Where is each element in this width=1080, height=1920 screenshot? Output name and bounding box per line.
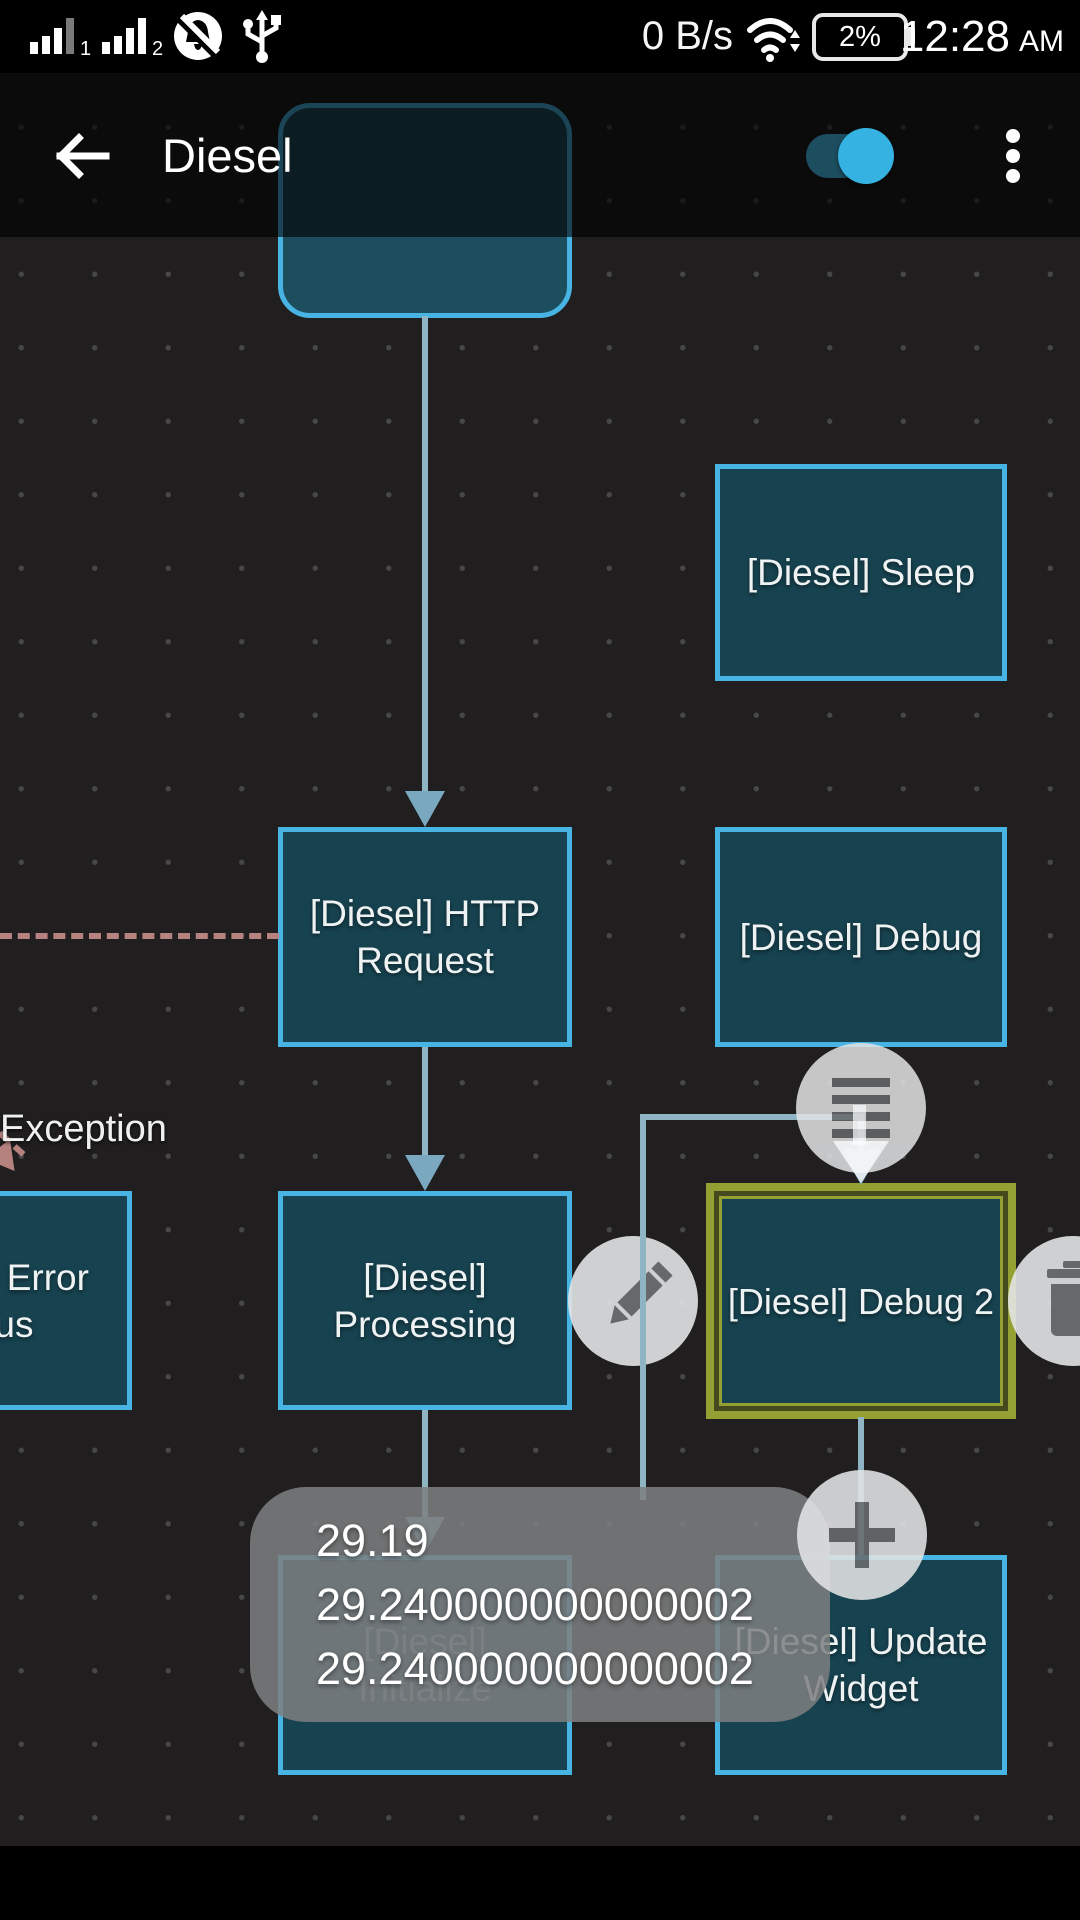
flow-node-error-status[interactable]: [Diesel] Error Status (0, 1191, 132, 1410)
node-label: [Diesel] Error Status (0, 1256, 89, 1345)
node-label: [Diesel] Debug 2 (727, 1280, 995, 1322)
navigation-bar (0, 1846, 1080, 1920)
flow-node-http-request[interactable]: [Diesel] HTTP Request (278, 827, 572, 1047)
battery-percent: 2% (839, 20, 881, 53)
battery-icon: 2% (812, 13, 908, 61)
arrowhead (405, 791, 445, 827)
log-toast: 29.19 29.240000000000002 29.240000000000… (250, 1487, 830, 1722)
flow-node-processing[interactable]: [Diesel] Processing (278, 1191, 572, 1410)
node-label: [Diesel] HTTP Request (309, 893, 541, 981)
drop-arrow-icon (833, 1141, 889, 1183)
toast-line: 29.240000000000002 (316, 1578, 754, 1630)
time-text: 12:28 (899, 12, 1010, 61)
notification-off-icon (174, 12, 222, 60)
plus-icon (829, 1502, 895, 1568)
edge-processing-to-initialize (422, 1410, 428, 1517)
more-vert-icon (1006, 169, 1020, 183)
flow-node-debug[interactable]: [Diesel] Debug (715, 827, 1007, 1047)
toast-line: 29.240000000000002 (316, 1642, 754, 1694)
edge-http-to-processing (422, 1047, 428, 1155)
more-vert-icon (1006, 149, 1020, 163)
app-bar: Diesel (0, 73, 1080, 237)
clock: 12:28 AM (900, 12, 1064, 62)
drop-arrow-tail (853, 1105, 866, 1145)
sim1-label: 1 (80, 38, 92, 60)
wifi-icon (747, 18, 800, 62)
node-label: [Diesel] Debug (739, 916, 983, 958)
flow-enabled-toggle-thumb[interactable] (838, 128, 894, 184)
trash-icon (1047, 1261, 1080, 1336)
more-vert-icon (1006, 129, 1020, 143)
sim2-label: 2 (152, 38, 164, 60)
node-label: [Diesel] Sleep (746, 552, 976, 593)
signal-sim2-icon (102, 18, 146, 54)
battery-cap (908, 27, 915, 46)
status-bar: 1 2 0 B/s (0, 0, 1080, 73)
flow-title: Diesel (162, 129, 293, 182)
back-icon[interactable] (52, 132, 112, 180)
arrowhead (405, 1155, 445, 1191)
add-node-button[interactable] (797, 1470, 927, 1600)
meridiem-text: AM (1019, 25, 1064, 58)
edge-up-segment (640, 1114, 646, 1500)
pencil-icon (610, 1261, 673, 1324)
exception-edge-dashed (0, 933, 279, 939)
node-label: [Diesel] Processing (333, 1256, 517, 1345)
exception-edge-label: Exception (0, 1108, 167, 1150)
flow-node-sleep[interactable]: [Diesel] Sleep (715, 464, 1007, 681)
network-speed: 0 B/s (641, 14, 733, 58)
delete-node-button[interactable] (1008, 1236, 1080, 1366)
signal-sim1-icon (30, 18, 74, 54)
flow-node-debug-2-selected[interactable]: [Diesel] Debug 2 (706, 1183, 1016, 1419)
toast-line: 29.19 (316, 1514, 429, 1566)
edge-start-to-http (422, 316, 428, 791)
edit-node-button[interactable] (568, 1236, 698, 1366)
selection-border: [Diesel] Debug 2 (714, 1191, 1008, 1411)
edge-horizontal-segment (640, 1114, 863, 1120)
usb-icon (243, 10, 281, 63)
